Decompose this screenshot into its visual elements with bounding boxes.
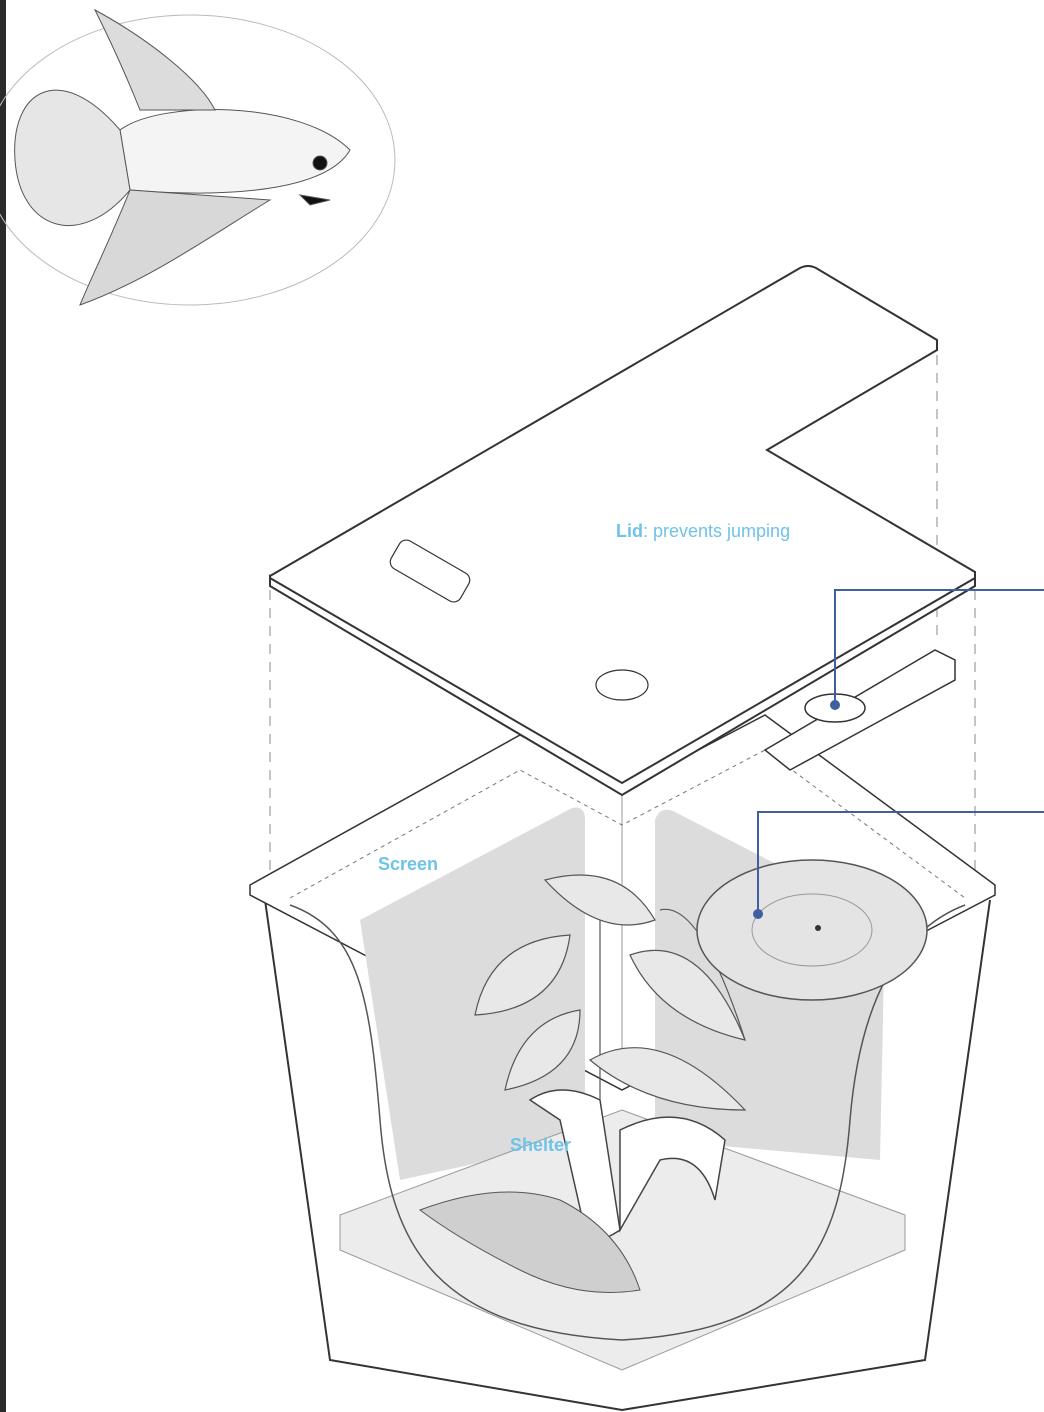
betta-fish-illustration [0, 8, 396, 306]
callout-lines [757, 589, 1044, 914]
shelter-label: Shelter [510, 1135, 572, 1155]
left-edge-bar [0, 0, 6, 1412]
lid [269, 265, 976, 797]
plant-illustration [474, 874, 747, 1111]
lid-label-bold: Lid [616, 521, 643, 541]
screen-label: Screen [378, 854, 439, 874]
lily-pad-illustration [696, 859, 928, 1001]
callout-dot-lily [753, 909, 763, 919]
callout-dot-filter [830, 700, 840, 710]
lid-label: Lid: prevents jumping [616, 521, 790, 542]
screen-panel [360, 807, 585, 1180]
oak-leaf-illustration [418, 1191, 641, 1293]
lid-label-text: : prevents jumping [643, 521, 791, 541]
